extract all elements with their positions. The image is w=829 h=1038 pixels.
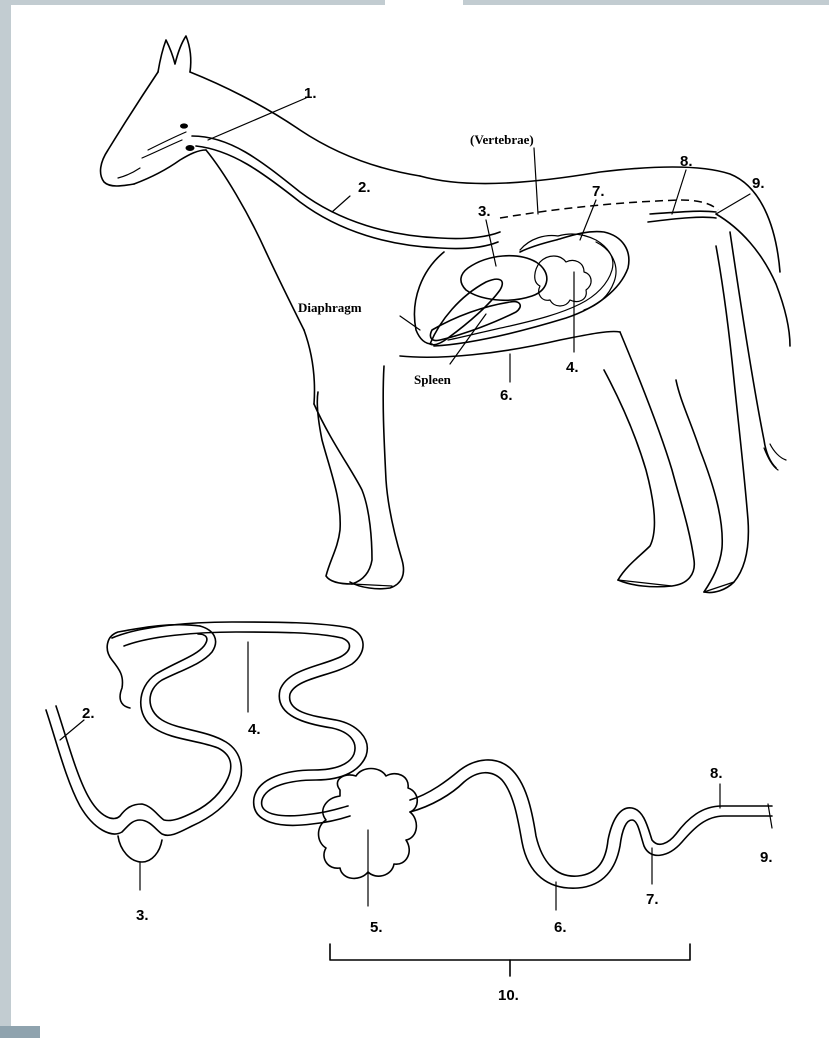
tract-label-2: 2.	[82, 705, 95, 722]
horse-esophagus-top	[192, 136, 500, 239]
horse-colon-coils	[448, 234, 613, 340]
horse-label-4: 4.	[566, 359, 579, 376]
horse-cecum	[584, 242, 616, 310]
horse-label-8: 8.	[680, 153, 693, 170]
horse-hind-leg-2	[704, 246, 748, 593]
horse-face	[101, 72, 158, 186]
horse-front-leg-1	[314, 404, 372, 584]
horse-hoof-marks	[352, 580, 734, 592]
horse-front-leg-2	[350, 366, 404, 589]
horse-hind-leg-2-back	[676, 380, 722, 592]
tract-outline	[46, 622, 772, 888]
horse-diaphragm	[414, 252, 444, 344]
tract-label-7: 7.	[646, 891, 659, 908]
horse-stomach	[461, 256, 547, 301]
horse-label-3: 3.	[478, 203, 491, 220]
horse-label-1: 1.	[304, 85, 317, 102]
leader-2	[332, 196, 350, 212]
horse-tail-bottom	[730, 232, 776, 468]
horse-hind-leg-1-back	[604, 370, 654, 580]
horse-hind-leg-1	[618, 332, 694, 587]
leader-diaphragm	[400, 316, 420, 330]
tract-small-int-top-inner	[124, 632, 355, 825]
leader-9	[716, 194, 750, 214]
horse-label-spleen: Spleen	[414, 372, 452, 387]
tract-label-4: 4.	[248, 721, 261, 738]
tract-label-8: 8.	[710, 765, 723, 782]
leader-8	[672, 170, 686, 214]
tract-loop-outer	[107, 625, 200, 708]
horse-vertebrae-dash	[500, 200, 718, 218]
horse-label-6: 6.	[500, 387, 513, 404]
horse-liver	[430, 279, 502, 345]
horse-outline	[101, 36, 790, 593]
tract-label-9: 9.	[760, 849, 773, 866]
horse-nostril	[118, 168, 140, 178]
horse-chest	[304, 330, 315, 404]
horse-jaw	[134, 150, 206, 184]
tract-stomach	[118, 836, 162, 862]
horse-mouth-dot-2	[186, 145, 195, 151]
horse-label-9: 9.	[752, 175, 765, 192]
tract-label-6: 6.	[554, 919, 567, 936]
horse-tail-top	[716, 214, 790, 346]
horse-label-diaphragm: Diaphragm	[298, 300, 362, 315]
horse-label-2: 2.	[358, 179, 371, 196]
horse-label-vertebrae: (Vertebrae)	[470, 132, 534, 147]
horse-ears	[158, 36, 191, 72]
horse-esophagus-bottom	[196, 146, 498, 249]
leader-7	[580, 200, 596, 240]
tract-colon-inner	[410, 773, 772, 888]
tract-label-3: 3.	[136, 907, 149, 924]
horse-throat	[206, 150, 304, 330]
tract-esophagus-inner	[56, 634, 231, 821]
tract-label-10: 10.	[498, 987, 519, 1004]
tract-label-5: 5.	[370, 919, 383, 936]
horse-rectum	[648, 211, 716, 222]
horse-labels: 1. 2. 3. 4. 6. 7. 8. 9. (Vertebrae) Diap…	[298, 85, 765, 404]
horse-small-intestine	[535, 256, 591, 306]
tract-labels: 2. 3. 4. 5. 6. 7. 8. 9. 10.	[82, 705, 773, 1004]
horse-digestive-tract	[142, 123, 718, 346]
tract-bracket-10	[330, 944, 690, 976]
horse-label-7: 7.	[592, 183, 605, 200]
horse-mouth-lines	[142, 132, 186, 158]
tract-small-int-top-outer	[112, 622, 367, 816]
horse-mouth-dot-1	[180, 123, 188, 128]
